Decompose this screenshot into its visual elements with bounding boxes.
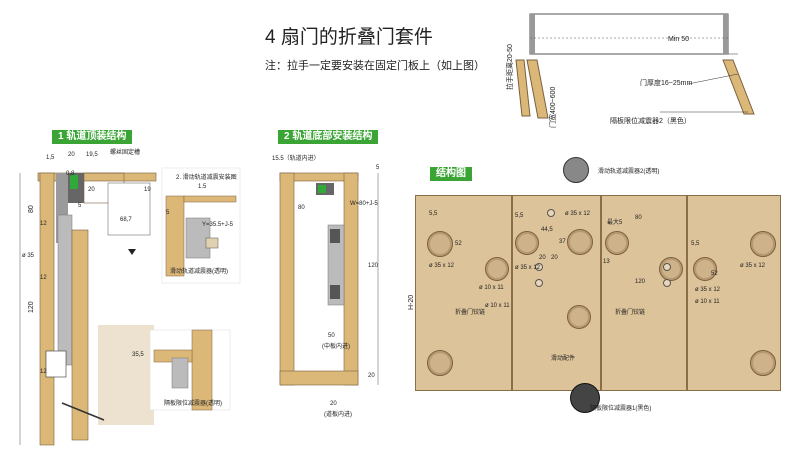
s1-dim-5: 5 — [78, 203, 82, 209]
hinge-cup-3 — [515, 231, 539, 255]
s2-d20: 20 — [368, 373, 375, 379]
hinge-cup-8 — [750, 231, 776, 257]
s3-p2d: ø 10 x 11 — [479, 285, 504, 291]
s3-p3d: 20 — [551, 255, 558, 261]
hinge-cup-11 — [750, 350, 776, 376]
s3-p1b: 52 — [455, 241, 462, 247]
s1-dim-19: 19 — [144, 187, 151, 193]
section1-inset: 2. 滑动轨道减震安装图 1.5 5 Y=35.5+J-5 滑动轨道减震器(透明… — [161, 167, 241, 284]
s1-dim-120: 120 — [28, 301, 35, 313]
screw-hole-4 — [663, 279, 671, 287]
s1-dim-12c: 12 — [40, 369, 47, 375]
damper-bottom — [570, 383, 600, 413]
s3-p1c: ø 35 x 12 — [429, 263, 455, 269]
s1-inset-y: Y=35.5+J-5 — [202, 222, 234, 228]
section1-svg — [19, 172, 157, 446]
s3-p3b: 44,5 — [541, 227, 553, 233]
s1-dim-08: 0,8 — [66, 171, 75, 177]
hinge-cup-2 — [485, 257, 509, 281]
s3-p2c: ø 35 x 12 — [515, 265, 541, 271]
screw-hole-5 — [547, 209, 555, 217]
hinge-cup-5 — [605, 231, 629, 255]
hinge-cup-4 — [567, 229, 593, 255]
s3-p4c: 120 — [635, 279, 646, 285]
screw-hole-2 — [535, 279, 543, 287]
s1-dim-20: 20 — [68, 152, 75, 158]
s3-p4b: 80 — [635, 215, 642, 221]
handle-dist-label: 拉手距离20-50 — [507, 44, 514, 90]
s2-d5: 5 — [376, 165, 380, 171]
s1-dim-12b: 12 — [40, 275, 47, 281]
s1-inset-title: 2. 滑动轨道减震安装图 — [176, 175, 237, 181]
s1-dim-195: 19,5 — [86, 152, 98, 158]
s3-p3a: ø 35 x 12 — [565, 211, 591, 217]
min-label: Min 50 — [668, 36, 690, 43]
s1-dim-20b: 20 — [88, 187, 95, 193]
s2-track-label: 15.5（轨道内进） — [272, 156, 320, 162]
s3-p6a: ø 35 x 12 — [740, 263, 766, 269]
door-panel-3 — [601, 195, 687, 391]
page-title: 4 扇门的折叠门套件 — [265, 27, 433, 48]
s2-mid-label: (中板内进) — [322, 344, 350, 350]
section1-badge: 1 轨道顶装结构 — [52, 130, 133, 144]
hinge-cup-7 — [693, 257, 717, 281]
s3-p5d: ø 10 x 11 — [695, 299, 720, 305]
thickness-label: 门厚度16~25mm — [640, 80, 693, 87]
section1-drawing: 1,5 20 19,5 螺丝固定槽 0,8 20 19 5 68,7 80 12… — [0, 145, 240, 450]
section2-svg — [279, 172, 379, 386]
section3-badge: 结构图 — [430, 167, 472, 181]
s3-p5a: 5,5 — [691, 241, 700, 247]
door-width-label: 门宽400~600 — [550, 86, 557, 128]
s2-formula: W=80+J-5 — [350, 201, 378, 207]
s2-d80: 80 — [298, 205, 305, 211]
s1-inset-d15: 1.5 — [198, 184, 207, 190]
s3-p5b: 52 — [711, 271, 718, 277]
s3-label-damper-bottom: 隔板限位减震器1(黑色) — [590, 406, 652, 412]
s1-bottom-label: 隔板限位减震器(透明) — [164, 401, 222, 407]
top-door-svg — [515, 13, 755, 119]
s1-inset-svg — [161, 167, 241, 284]
s3-p4a: 最大5 — [607, 220, 623, 226]
s1-top-label: 螺丝固定槽 — [110, 150, 141, 156]
s3-p4d: 13 — [603, 259, 610, 265]
s3-p5c: ø 35 x 12 — [695, 287, 721, 293]
s3-p2a: 5,5 — [515, 213, 524, 219]
section3-drawing: 5,5 52 ø 35 x 12 5,5 20 ø 35 x 12 ø 10 x… — [415, 195, 800, 395]
section2-badge: 2 轨道底部安装结构 — [278, 130, 379, 144]
s1-dim-15: 1,5 — [46, 155, 55, 161]
s2-d20b: 20 — [330, 401, 337, 407]
page-note: 注：拉手一定要安装在固定门板上（如上图） — [265, 60, 485, 72]
section1-inset-bottom: 35,5 隔板限位减震器(透明) — [132, 329, 231, 411]
s1-dim-355: 35,5 — [132, 352, 144, 358]
hinge-cup-9 — [427, 350, 453, 376]
s1-dim-35: ø 35 — [22, 253, 35, 259]
damper-top — [563, 157, 589, 183]
s3-p3c: 37 — [559, 239, 566, 245]
screw-hole-1 — [535, 263, 543, 271]
s3-p2b: 20 — [539, 255, 546, 261]
damper2-label: 隔板限位减震器2（黑色） — [610, 118, 691, 125]
s3-label-hinge-left: 折叠门铰链 — [455, 310, 486, 316]
s3-label-damper-top: 滑动轨道减震器2(透明) — [598, 169, 660, 175]
s1-dim-80: 80 — [28, 205, 35, 213]
section2-drawing: 15.5（轨道内进） 5 80 W=80+J-5 120 50 (中板内进) 2… — [258, 145, 398, 445]
s1-inset-label: 滑动轨道减震器(透明) — [170, 269, 228, 275]
s1-dim-12a: 12 — [40, 221, 47, 227]
s3-p6b: ø 10 x 11 — [485, 303, 510, 309]
s3-label-hinge-right: 折叠门铰链 — [615, 310, 646, 316]
s1-inset2-svg — [149, 329, 231, 411]
s1-dim-687: 68,7 — [120, 217, 132, 223]
s2-d120: 120 — [368, 263, 379, 269]
door-panel-2 — [512, 195, 601, 391]
top-door-diagram: Min 50 门厚度16~25mm 拉手距离20-50 门宽400~600 隔板… — [490, 8, 800, 128]
s2-bottom-label: (道板内进) — [324, 412, 352, 418]
s3-p1a: 5,5 — [429, 211, 438, 217]
screw-hole-3 — [663, 263, 671, 271]
hinge-cup-1 — [427, 231, 453, 257]
s3-label-slide: 滑动配件 — [551, 356, 576, 362]
hinge-cup-10 — [567, 305, 591, 329]
s3-side-label: H-20 — [408, 294, 415, 310]
s2-d50: 50 — [328, 333, 335, 339]
s1-inset-d5: 5 — [166, 210, 170, 216]
